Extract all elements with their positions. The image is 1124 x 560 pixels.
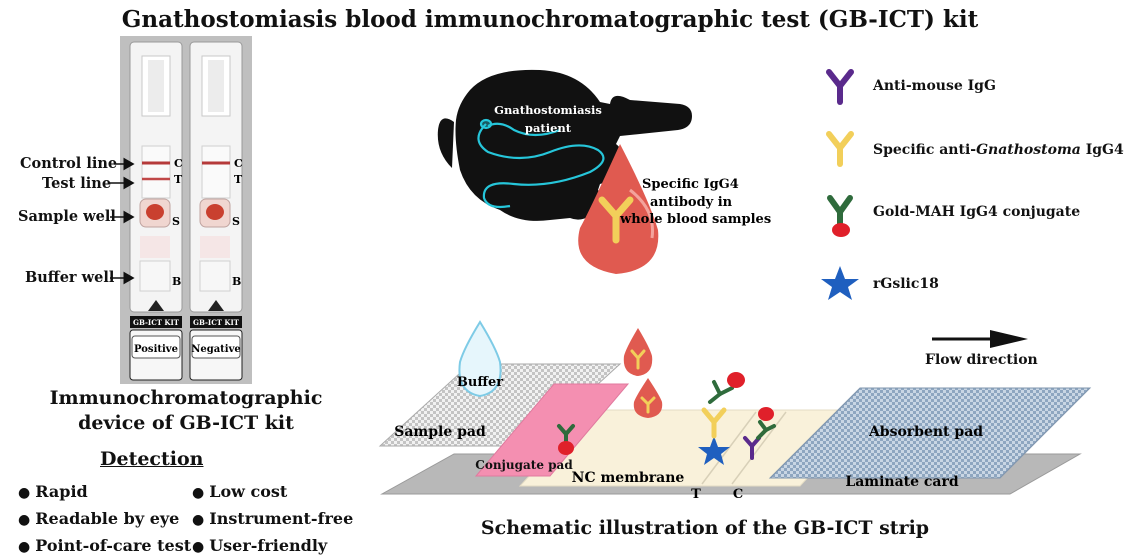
feature-low-cost: Low cost (192, 479, 353, 506)
feature-rapid: Rapid (18, 479, 191, 506)
gold-conjugate-on-c-line-icon (756, 407, 776, 440)
buffer-label: Buffer (457, 375, 503, 390)
feature-user-friendly: User-friendly (192, 533, 353, 560)
kit-tag-left: GB-ICT KIT (133, 318, 180, 327)
device-caption-line2: device of GB-ICT kit (78, 412, 294, 434)
mark-s-left: S (172, 215, 180, 228)
blood-label-3: whole blood samples (619, 212, 771, 227)
legend-specific-italic: Gnathostoma (976, 142, 1081, 158)
legend-specific-suffix: IgG4 (1080, 142, 1124, 158)
strip-schematic: Buffer Sample pad Conjugate pad NC membr… (378, 320, 1092, 502)
mark-b-left: B (172, 275, 181, 288)
legend-specific-prefix: Specific anti- (873, 142, 977, 158)
legend-anti-mouse: Anti-mouse IgG (873, 78, 996, 94)
gold-conjugate-bound-icon (708, 372, 745, 404)
mark-c-right: C (234, 157, 243, 170)
blood-label-1: Specific IgG4 (642, 177, 739, 192)
hand-label-2: patient (525, 121, 572, 135)
mark-b-right: B (232, 275, 241, 288)
worm-icon (477, 118, 605, 209)
callout-arrows (108, 157, 135, 285)
blood-label-2: antibody in (650, 195, 733, 210)
mark-c-left: C (174, 157, 183, 170)
gold-conjugate-on-pad-icon (557, 424, 575, 455)
buffer-drop-icon (458, 320, 502, 398)
nc-membrane-label: NC membrane (572, 470, 685, 486)
conjugate-pad-label: Conjugate pad (475, 458, 573, 472)
specific-igg4-icon (826, 131, 854, 167)
rgslic18-star-icon (821, 266, 859, 300)
rgslic18-on-t-line-icon (698, 436, 730, 465)
feature-readable-by-eye: Readable by eye (18, 506, 191, 533)
legend-rgslic18: rGslic18 (873, 276, 939, 292)
feature-point-of-care: Point-of-care test (18, 533, 191, 560)
positive-sample-well (146, 204, 164, 220)
sample-pad-label: Sample pad (394, 424, 486, 440)
specific-igg4-bound-icon (701, 407, 727, 439)
label-sample-well: Sample well (18, 208, 116, 225)
absorbent-pad (768, 387, 1092, 479)
c-line-label: C (733, 487, 743, 502)
negative-cassette (189, 41, 243, 313)
label-test-line: Test line (42, 175, 112, 192)
gold-conjugate-icon (827, 195, 853, 237)
result-negative: Negative (191, 344, 241, 355)
kit-tag-right: GB-ICT KIT (193, 318, 240, 327)
blood-drop-small-icon-2 (633, 378, 663, 418)
anti-mouse-igg-icon (826, 69, 854, 105)
mark-s-right: S (232, 215, 240, 228)
device-caption: Immunochromatographic device of GB-ICT k… (36, 386, 336, 436)
t-line-label: T (691, 487, 701, 502)
legend-icons (821, 69, 859, 300)
specific-igg4-antibody-icon (598, 196, 634, 244)
legend-specific-igg4: Specific anti-Gnathostoma IgG4 (873, 142, 1124, 158)
device-caption-line1: Immunochromatographic (49, 387, 323, 409)
positive-cassette (129, 41, 183, 313)
test-line-mark (701, 411, 757, 485)
strip-caption: Schematic illustration of the GB-ICT str… (480, 517, 930, 539)
absorbent-pad-label: Absorbent pad (868, 424, 983, 440)
label-buffer-well: Buffer well (25, 269, 115, 286)
negative-sample-well (206, 204, 224, 220)
conjugate-pad (474, 383, 630, 477)
control-line-mark (731, 411, 787, 485)
flow-arrow-icon (932, 330, 1028, 348)
figure-title: Gnathostomiasis blood immunochromatograp… (121, 6, 979, 33)
result-positive: Positive (134, 344, 178, 355)
detection-title: Detection (100, 448, 204, 470)
mark-t-left: T (174, 173, 183, 186)
feature-instrument-free: Instrument-free (192, 506, 353, 533)
hand-label-1: Gnathostomiasis (494, 103, 602, 117)
flow-direction-label: Flow direction (925, 352, 1038, 368)
blood-drop-small-icon-1 (623, 328, 653, 376)
legend-gold-conjugate: Gold-MAH IgG4 conjugate (873, 204, 1081, 220)
laminate-card-label: Laminate card (845, 474, 959, 490)
mark-t-right: T (234, 173, 243, 186)
patient-illustration: Gnathostomiasis patient Specific IgG4 an… (437, 69, 771, 274)
label-control-line: Control line (20, 155, 118, 172)
gb-ict-device-photo: GB-ICT KIT GB-ICT KIT Positive Negative … (120, 36, 252, 384)
detection-list-left: Rapid Readable by eye Point-of-care test (18, 479, 191, 560)
detection-list-right: Low cost Instrument-free User-friendly (192, 479, 353, 560)
